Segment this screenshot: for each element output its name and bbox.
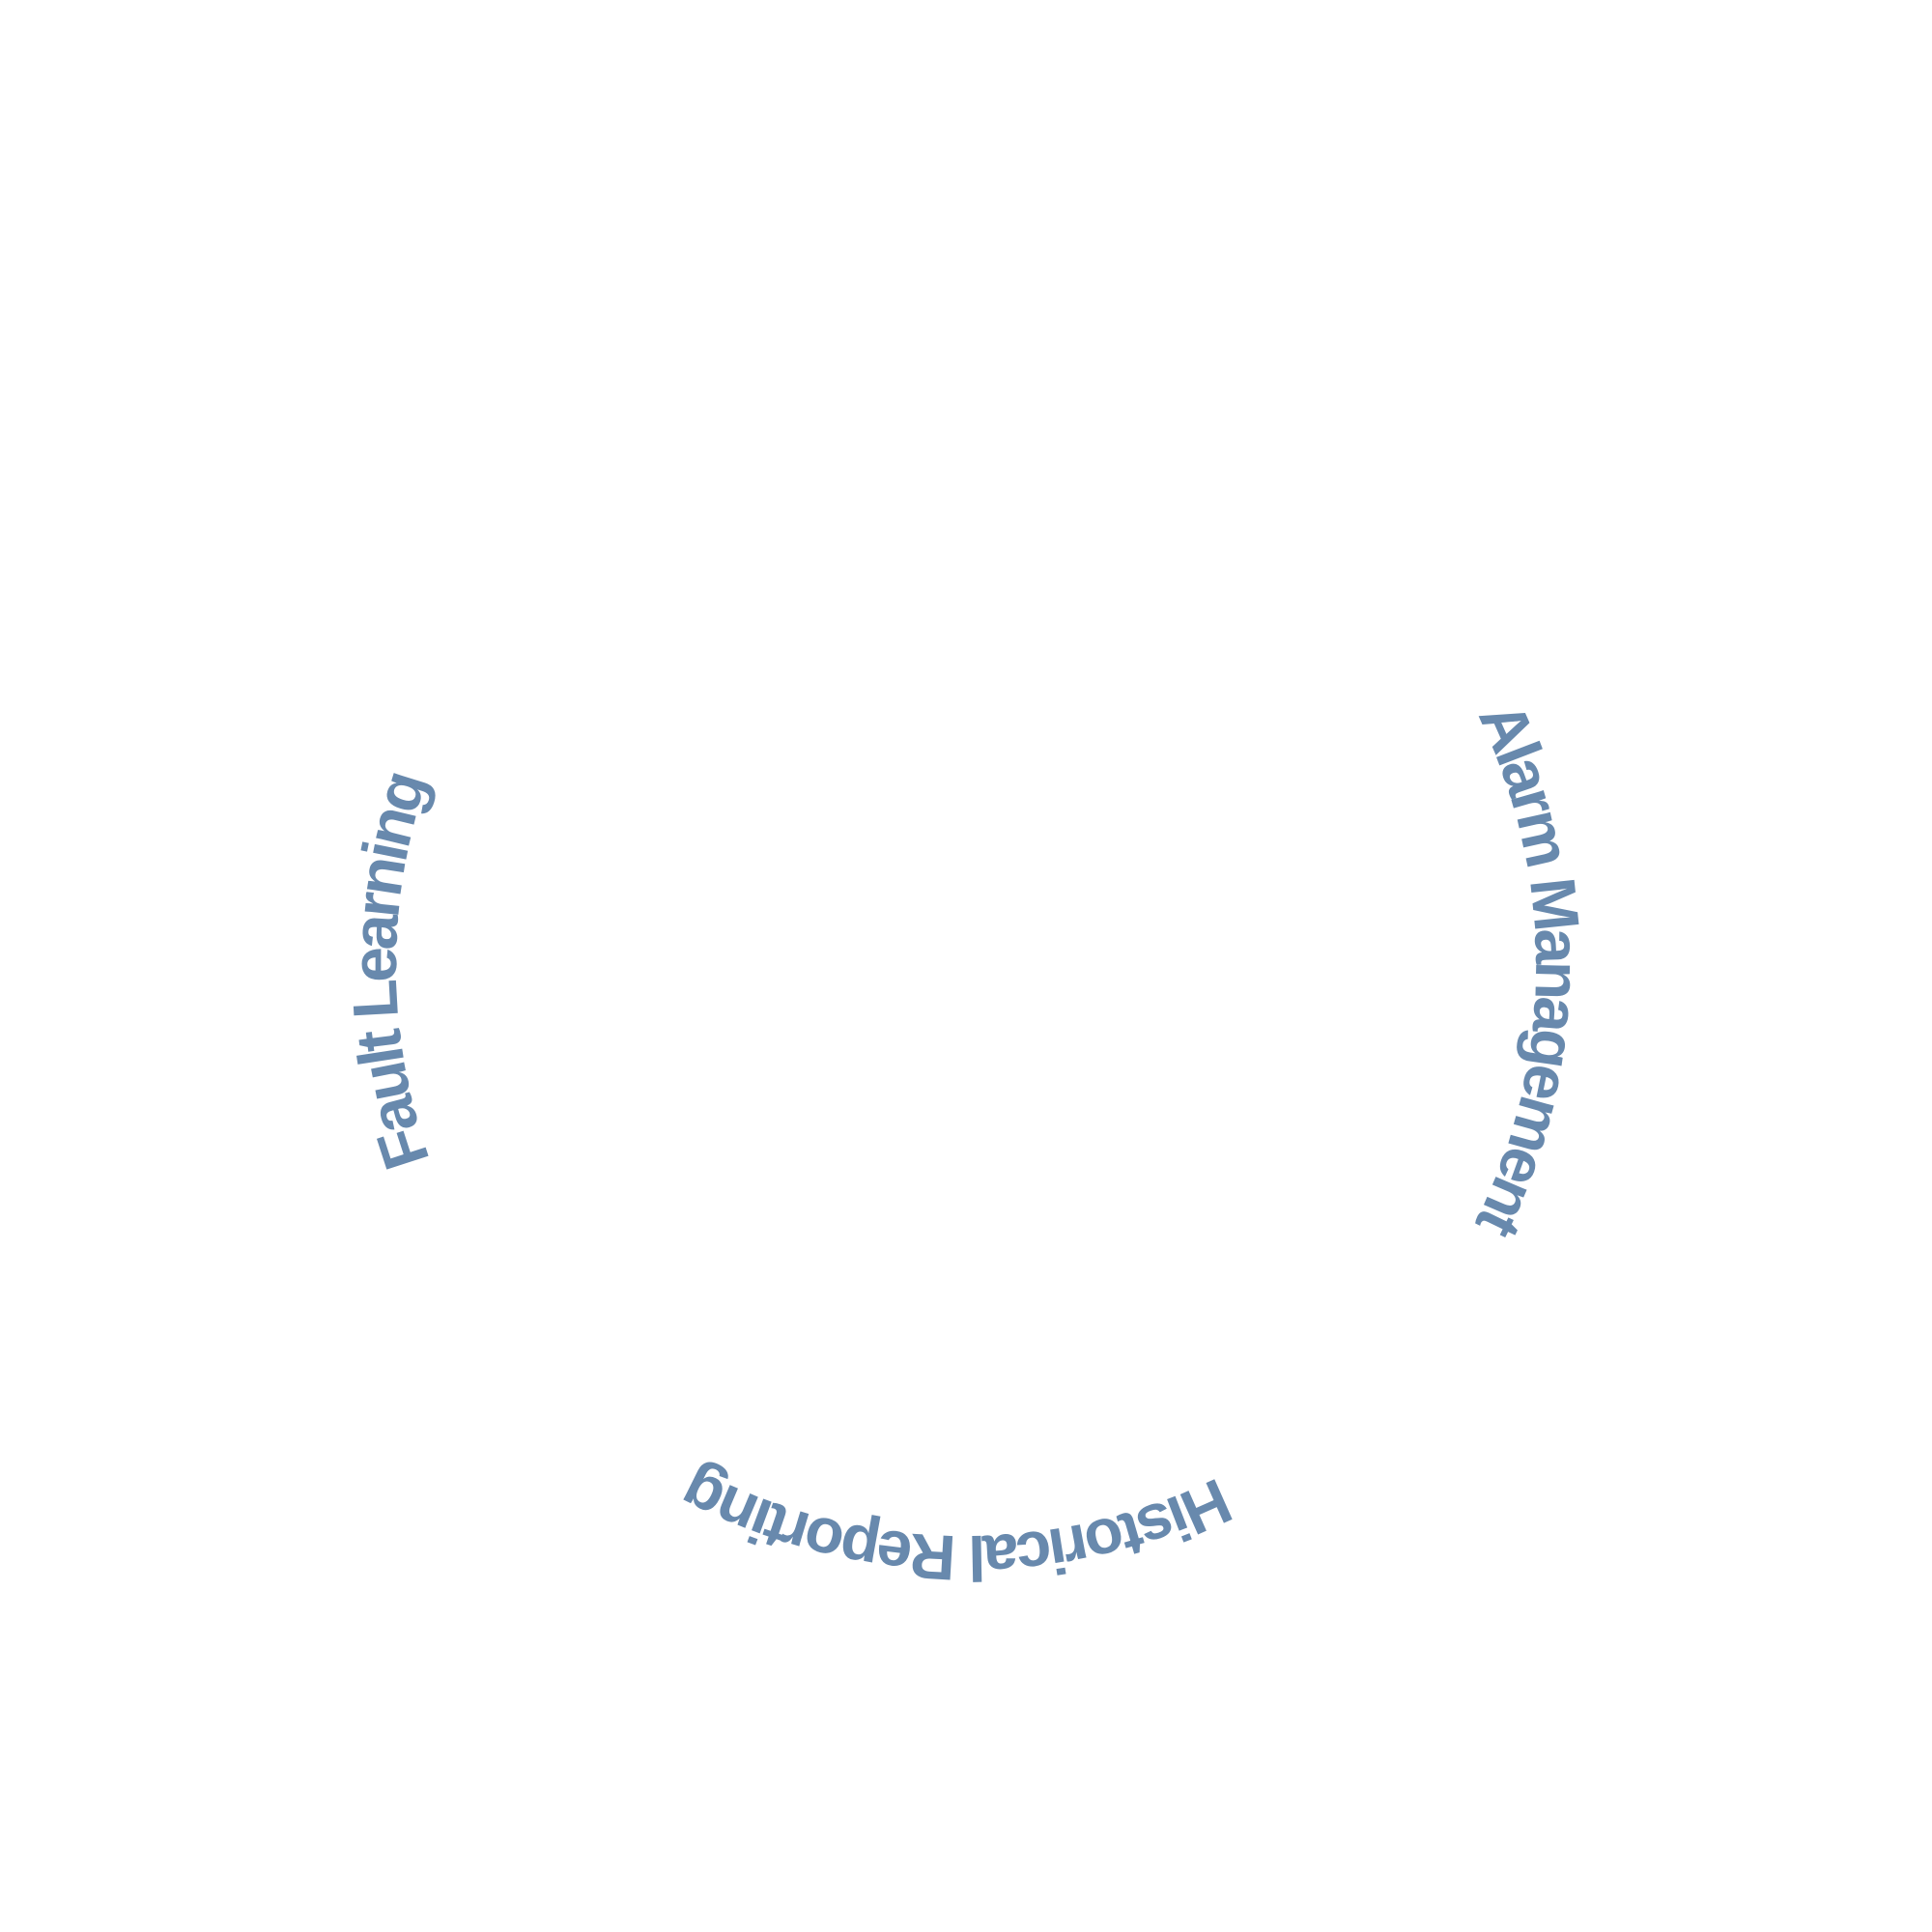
label-historical-reporting: Historical Reporting (668, 1456, 1241, 1595)
label-alarm-management-text: Alarm Management (1463, 691, 1595, 1249)
label-fault-learning-text: Fault Learning (338, 761, 442, 1178)
label-fault-learning: Fault Learning (338, 761, 442, 1178)
label-alarm-management: Alarm Management (1463, 691, 1595, 1249)
label-historical-reporting-text: Historical Reporting (668, 1456, 1241, 1595)
